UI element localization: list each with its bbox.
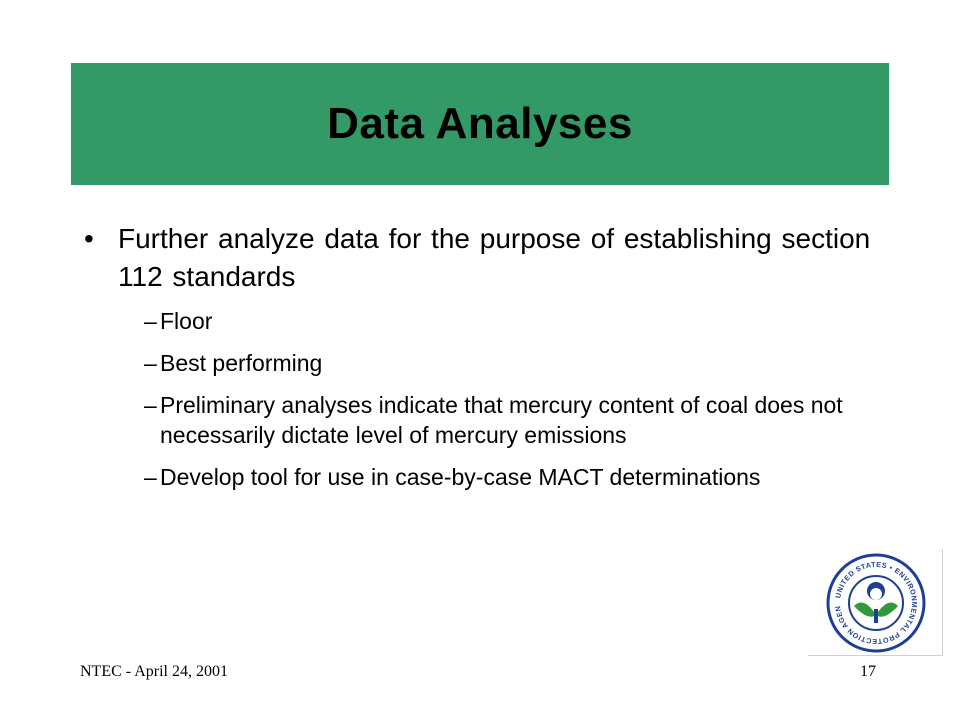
title-bar: Data Analyses: [71, 63, 889, 185]
sub-bullet-item: – Develop tool for use in case-by-case M…: [144, 462, 884, 492]
footer-date: NTEC - April 24, 2001: [80, 663, 228, 680]
bullet-mark: •: [84, 223, 94, 254]
sub-bullet-mark: –: [144, 464, 157, 490]
sub-bullet-item: – Floor: [144, 306, 884, 336]
sub-bullet-item: – Best performing: [144, 348, 884, 378]
seal-left-leaf-icon: [854, 602, 876, 617]
sub-bullet-item: – Preliminary analyses indicate that mer…: [144, 390, 884, 450]
seal-stem: [874, 609, 878, 623]
sub-bullet-text: Develop tool for use in case-by-case MAC…: [160, 464, 761, 490]
seal-sun-icon: [870, 588, 882, 600]
sub-bullet-text: Floor: [160, 308, 213, 334]
bullet-item: • Further analyze data for the purpose o…: [84, 220, 884, 296]
sub-bullet-text: Best performing: [160, 350, 323, 376]
seal-right-leaf-icon: [876, 602, 898, 617]
bullet-text: Further analyze data for the purpose of …: [118, 223, 871, 292]
sub-bullet-mark: –: [144, 350, 157, 376]
epa-seal-icon: UNITED STATES • ENVIRONMENTAL PROTECTION…: [824, 551, 926, 653]
sub-bullet-list: – Floor – Best performing – Preliminary …: [144, 306, 884, 492]
sub-bullet-text: Preliminary analyses indicate that mercu…: [160, 392, 843, 448]
page-number: 17: [860, 663, 876, 680]
seal-inner-ring: [848, 575, 904, 631]
slide-title: Data Analyses: [327, 99, 633, 148]
sub-bullet-mark: –: [144, 392, 157, 418]
logo-container: UNITED STATES • ENVIRONMENTAL PROTECTION…: [808, 549, 943, 656]
sub-bullet-mark: –: [144, 308, 157, 334]
slide-body: • Further analyze data for the purpose o…: [84, 220, 884, 504]
